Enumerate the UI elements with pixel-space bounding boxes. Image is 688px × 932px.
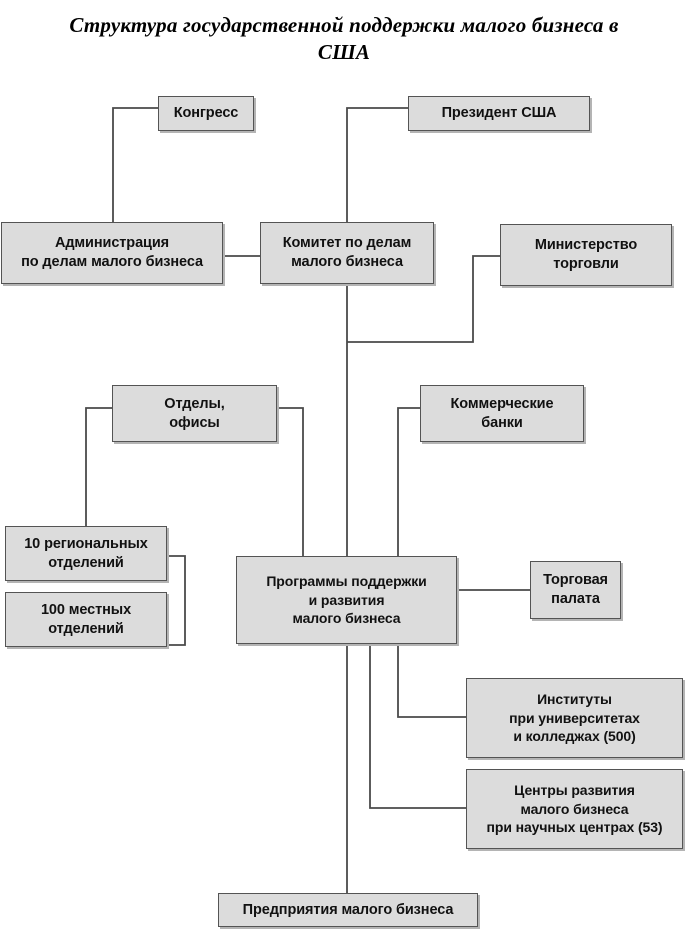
node-commerce[interactable]: Министерство торговли xyxy=(500,224,672,286)
node-institutes[interactable]: Институты при университетах и колледжах … xyxy=(466,678,683,758)
node-president[interactable]: Президент США xyxy=(408,96,590,131)
connector-regional-local-bracket xyxy=(167,555,186,646)
connector-president-to-committee xyxy=(346,107,408,222)
connector-congress-to-sba xyxy=(112,107,158,222)
connector-banks-to-programs xyxy=(397,407,420,556)
node-committee[interactable]: Комитет по делам малого бизнеса xyxy=(260,222,434,284)
node-banks[interactable]: Коммерческие банки xyxy=(420,385,584,442)
connector-programs-to-institutes xyxy=(397,644,466,718)
connector-programs-to-centers xyxy=(369,644,466,809)
node-programs[interactable]: Программы поддержки и развития малого би… xyxy=(236,556,457,644)
node-chamber[interactable]: Торговая палата xyxy=(530,561,621,619)
node-sba[interactable]: Администрация по делам малого бизнеса xyxy=(1,222,223,284)
node-centers[interactable]: Центры развития малого бизнеса при научн… xyxy=(466,769,683,849)
connector-offices-to-programs xyxy=(277,407,304,556)
connector-offices-to-regional xyxy=(85,407,112,526)
node-congress[interactable]: Конгресс xyxy=(158,96,254,131)
node-local[interactable]: 100 местных отделений xyxy=(5,592,167,647)
connector-commerce-to-trunk xyxy=(347,255,500,343)
page-title: Структура государственной поддержки мало… xyxy=(69,13,619,64)
node-smallbiz[interactable]: Предприятия малого бизнеса xyxy=(218,893,478,927)
node-regional[interactable]: 10 региональных отделений xyxy=(5,526,167,581)
node-offices[interactable]: Отделы, офисы xyxy=(112,385,277,442)
